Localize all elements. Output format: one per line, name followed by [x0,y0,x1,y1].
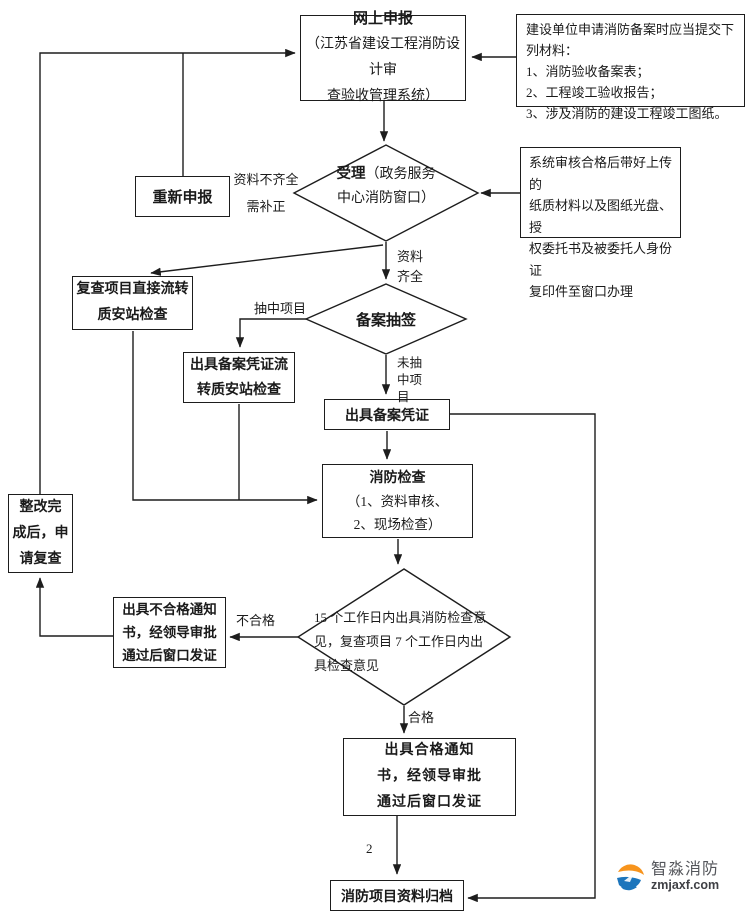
zhimiao-logo: 智淼消防 zmjaxf.com [614,861,719,893]
fire-inspection-title: 消防检查 [369,470,426,486]
lottery-diamond [304,283,468,355]
page-number: 2 [366,841,373,856]
accept-diamond [292,144,480,242]
accept-diamond-label: 受理（政务服务 中心消防窗口） [336,166,436,206]
online-application-box: 网上申报 （江苏省建设工程消防设计审 查验收管理系统） [300,11,466,104]
fail-notice-box: 出具不合格通知 书，经领导审批 通过后窗口发证 [113,597,226,668]
arrow-rectify-to-online [39,48,296,494]
issue-certificate-box: 出具备案凭证 [324,399,450,430]
required-materials-box: 建设单位申请消防备案时应当提交下列材料： 1、消防验收备案表； 2、工程竣工验收… [516,14,745,121]
label-not-selected-project: 未抽 中项 目 [397,356,423,404]
rectify-box: 整改完 成后，申 请复查 [8,494,73,573]
window-handling-note-text: 系统审核合格后带好上传的 纸质材料以及图纸光盘、授 权委托书及被委托人身份证 复… [529,155,673,299]
certificate-transfer-box: 出具备案凭证流 转质安站检查 [183,352,295,403]
recheck-transfer-box: 复查项目直接流转 质安站检查 [72,276,193,330]
pass-notice-box: 出具合格通知 书，经领导审批 通过后窗口发证 [343,738,516,816]
label-unqualified: 不合格 [236,613,276,628]
arrow-recheck-to-inspection [132,331,318,505]
label-qualified: 合格 [408,710,435,725]
arrow-fail-to-rectify [35,577,113,637]
lottery-diamond-label: 备案抽签 [355,313,416,329]
label-selected-project: 抽中项目 [254,301,307,316]
fail-notice-label: 出具不合格通知 书，经领导审批 通过后窗口发证 [122,602,217,663]
result-diamond [296,568,512,706]
fire-inspection-box: 消防检查 （1、资料审核、 2、现场检查） [322,464,473,538]
label-materials-complete: 资料 齐全 [397,249,424,284]
online-application-title: 网上申报 [352,11,413,27]
online-application-subtitle: （江苏省建设工程消防设计审 查验收管理系统） [306,37,460,104]
result-diamond-label: 15 个工作日内出具消防检查意 见，复查项目 7 个工作日内出 具检查意见 [314,610,487,673]
reapply-box: 重新申报 [135,176,230,217]
archive-label: 消防项目资料归档 [341,889,453,905]
arrow-accept-to-recheck [150,244,384,276]
label-materials-incomplete: 资料不齐全 需补正 [233,172,299,214]
zhimiao-logo-icon [615,862,645,892]
certificate-transfer-label: 出具备案凭证流 转质安站检查 [190,357,288,398]
logo-name: 智淼消防 [651,861,720,879]
window-handling-note-box: 系统审核合格后带好上传的 纸质材料以及图纸光盘、授 权委托书及被委托人身份证 复… [520,147,681,299]
fire-inspection-body: （1、资料审核、 2、现场检查） [346,493,449,532]
arrow-cert-to-archive [450,413,596,903]
arrow-lottery-to-certflow [235,318,306,348]
archive-box: 消防项目资料归档 [330,880,464,911]
rectify-label: 整改完 成后，申 请复查 [12,499,69,567]
logo-url: zmjaxf.com [651,877,720,892]
required-materials-text: 建设单位申请消防备案时应当提交下列材料： 1、消防验收备案表； 2、工程竣工验收… [526,22,735,121]
reapply-label: 重新申报 [152,190,213,206]
recheck-transfer-label: 复查项目直接流转 质安站检查 [76,282,189,323]
pass-notice-label: 出具合格通知 书，经领导审批 通过后窗口发证 [377,743,482,810]
issue-certificate-label: 出具备案凭证 [345,408,429,424]
